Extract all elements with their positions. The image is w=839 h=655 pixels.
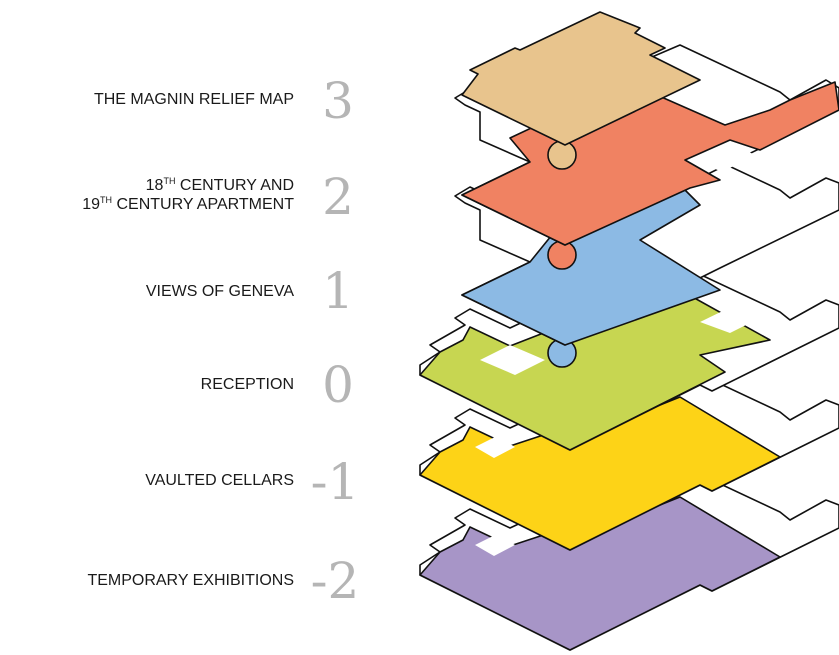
floor-number-minus-1: -1 (310, 453, 360, 511)
floor-plate-2-void (700, 145, 755, 172)
floor-plate-3-shape (461, 11, 701, 146)
floor-number-3: 3 (322, 72, 354, 130)
floor-label-2-line2: 19TH CENTURY APARTMENT (82, 195, 294, 214)
floor-label-2-line1: 18TH CENTURY AND (145, 176, 294, 195)
floor-label-3: THE MAGNIN RELIEF MAP (93, 91, 294, 108)
floor-plate-minus-1-void (475, 436, 515, 458)
floor-plate-0-void-b (700, 305, 760, 333)
floor-plate-3 (461, 11, 701, 146)
floor-plate-0-void-a (480, 345, 545, 375)
floor-label-minus-1: VAULTED CELLARS (145, 472, 294, 489)
floor-label-2: 18TH CENTURY AND 19TH CENTURY APARTMENT (82, 176, 294, 214)
floor-number-1: 1 (322, 262, 354, 320)
floor-plate-0 (419, 264, 839, 451)
floor-label-minus-2: TEMPORARY EXHIBITIONS (87, 572, 294, 589)
floor-number-0: 0 (322, 356, 354, 414)
floor-label-0: RECEPTION (200, 376, 294, 393)
floor-number-minus-2: -2 (310, 552, 360, 610)
floor-plate-minus-2-void (475, 534, 515, 556)
floor-plate-1-stair (547, 240, 577, 270)
floor-number-2: 2 (322, 168, 354, 226)
floor-plate-2-stair (547, 140, 577, 170)
floor-label-1: VIEWS OF GENEVA (145, 283, 294, 300)
